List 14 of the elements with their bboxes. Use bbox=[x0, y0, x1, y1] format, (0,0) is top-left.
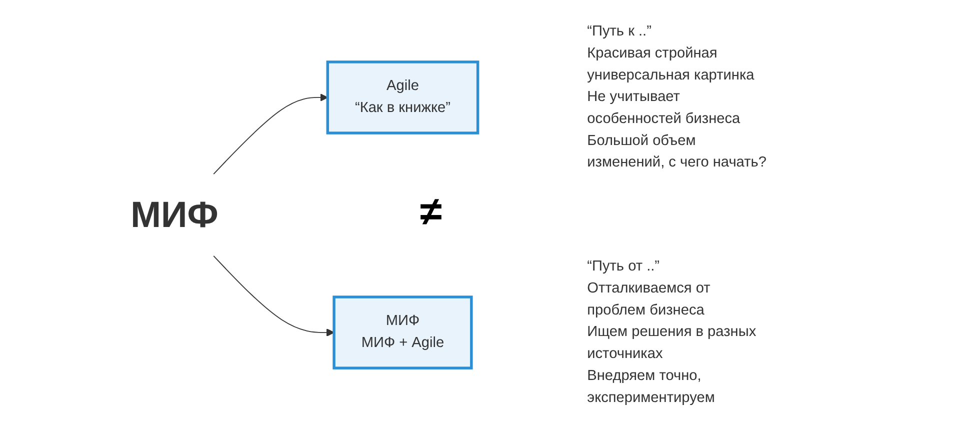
node-label: “Путь от ..” bbox=[587, 258, 660, 274]
node-text: МИФ bbox=[130, 194, 218, 236]
node-label: Большой объем изменений, с чего начать? bbox=[587, 133, 766, 170]
node-label: Отталкиваемся от проблем бизнеса bbox=[587, 280, 710, 318]
node-box: Agile “Как в книжке” bbox=[326, 60, 480, 134]
arrow bbox=[213, 93, 328, 174]
node-label: Внедряем точно, экспериментируем bbox=[587, 368, 715, 406]
arrow bbox=[213, 256, 334, 337]
node-label: Не учитывает особенностей бизнеса bbox=[587, 89, 740, 127]
node-box: МИФ МИФ + Agile bbox=[332, 296, 473, 370]
not-equal-sign: ≠ bbox=[420, 190, 442, 235]
node-label: Красивая стройная универсальная картинка bbox=[587, 46, 754, 83]
node-label: “Путь к ..” bbox=[587, 24, 652, 40]
node-label: Ищем решения в разных источниках bbox=[587, 324, 756, 362]
